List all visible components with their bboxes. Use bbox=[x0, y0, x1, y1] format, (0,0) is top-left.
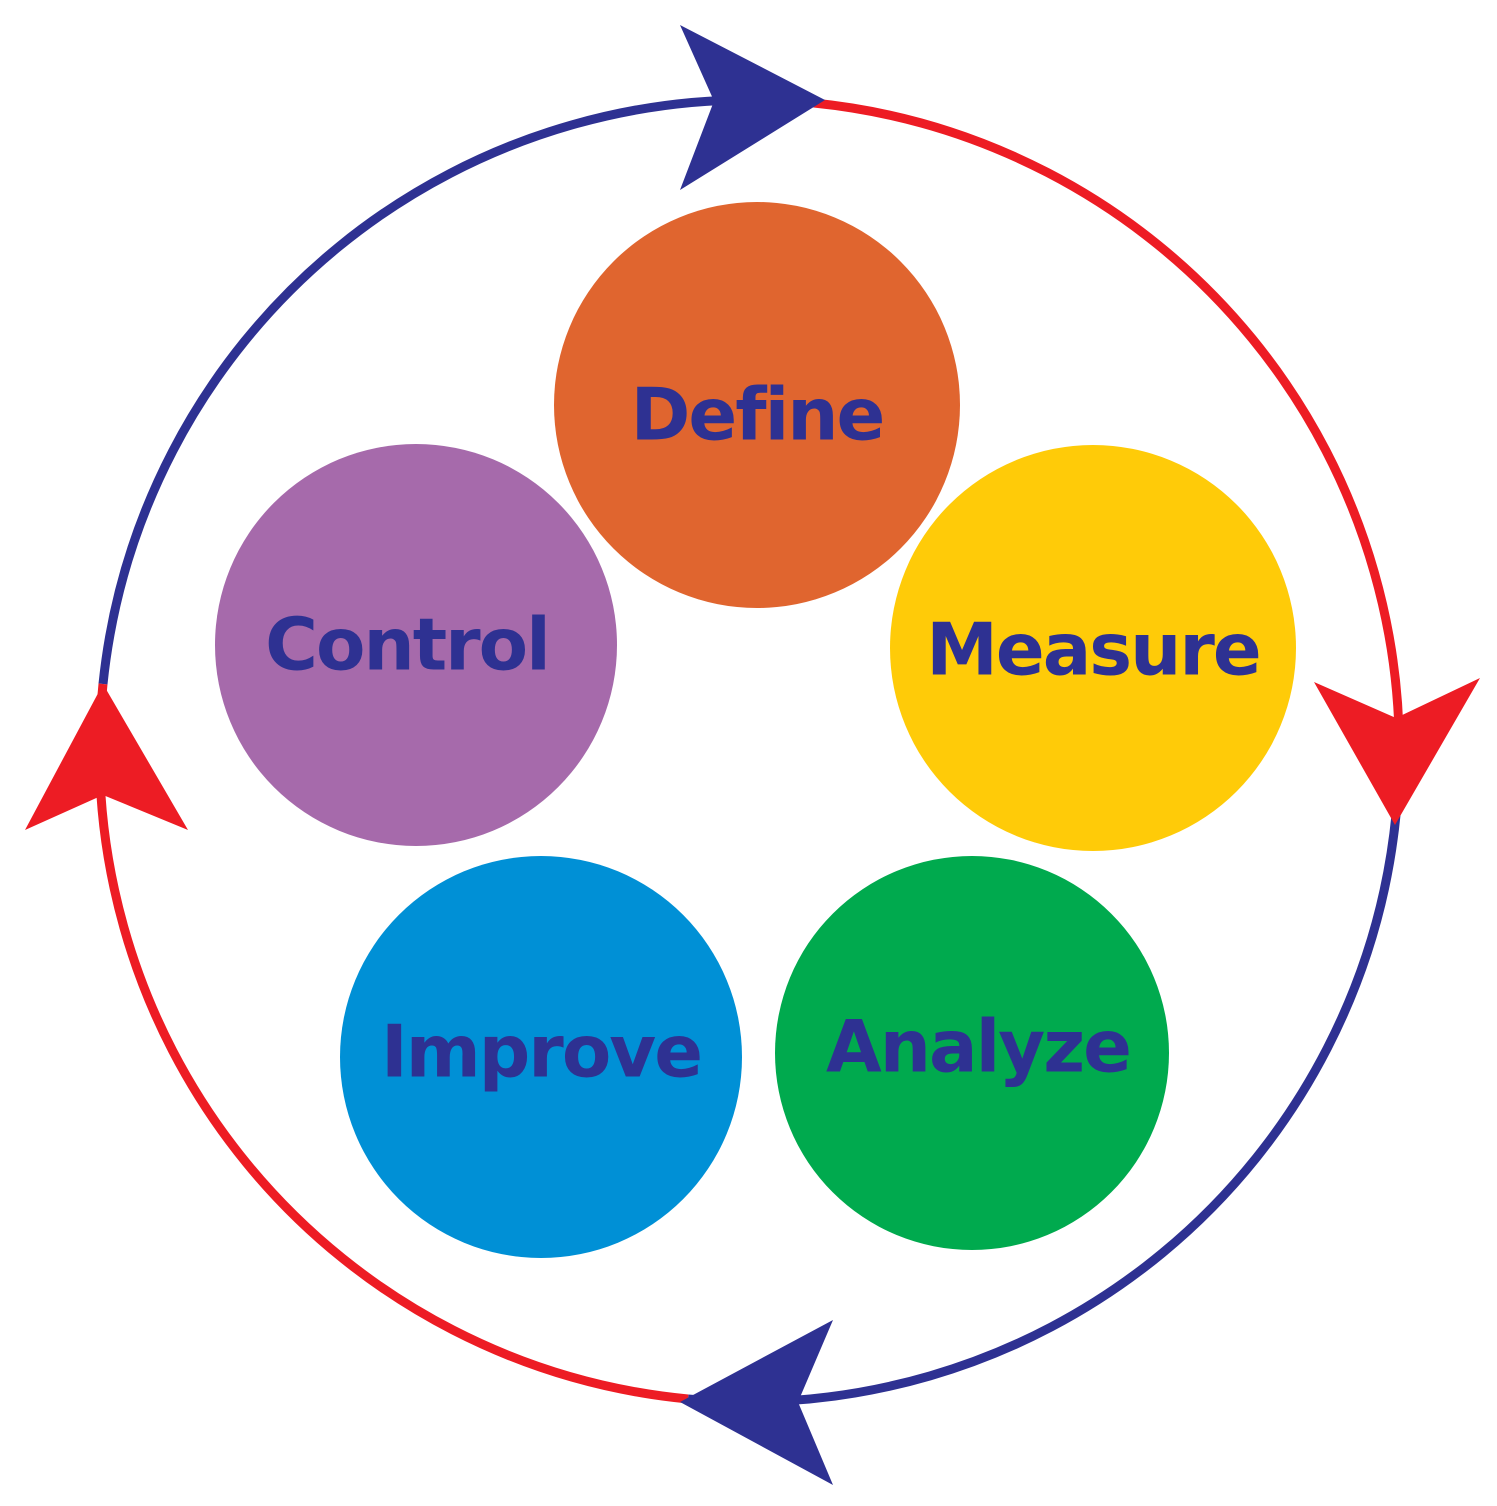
stage-measure-label: Measure bbox=[926, 608, 1260, 692]
stage-improve: Improve bbox=[340, 856, 742, 1258]
stage-analyze-circle bbox=[775, 856, 1169, 1250]
stage-measure: Measure bbox=[890, 445, 1296, 851]
stage-define: Define bbox=[554, 202, 960, 608]
stage-improve-circle bbox=[340, 856, 742, 1258]
ring-arc-top-right bbox=[813, 98, 1404, 816]
stage-define-label: Define bbox=[631, 373, 884, 457]
stage-improve-label: Improve bbox=[381, 1010, 701, 1094]
cycle-ring bbox=[95, 95, 1404, 1407]
arrowhead-right bbox=[1314, 678, 1480, 825]
ring-arc-bottom-left bbox=[95, 683, 689, 1404]
ring-arc-bottom-right bbox=[687, 814, 1401, 1407]
stage-analyze: Analyze bbox=[775, 856, 1169, 1250]
arrowhead-top bbox=[680, 25, 825, 190]
stage-measure-circle bbox=[890, 445, 1296, 851]
stage-analyze-label: Analyze bbox=[826, 1005, 1130, 1089]
ring-arc-top-left bbox=[98, 95, 815, 685]
arrowhead-bottom bbox=[680, 1320, 833, 1485]
arrowhead-left bbox=[25, 684, 188, 830]
stage-define-circle bbox=[554, 202, 960, 608]
cycle-arrowheads bbox=[25, 25, 1480, 1485]
stage-control: Control bbox=[215, 444, 617, 846]
stage-control-circle bbox=[215, 444, 617, 846]
stage-control-label: Control bbox=[265, 603, 549, 687]
